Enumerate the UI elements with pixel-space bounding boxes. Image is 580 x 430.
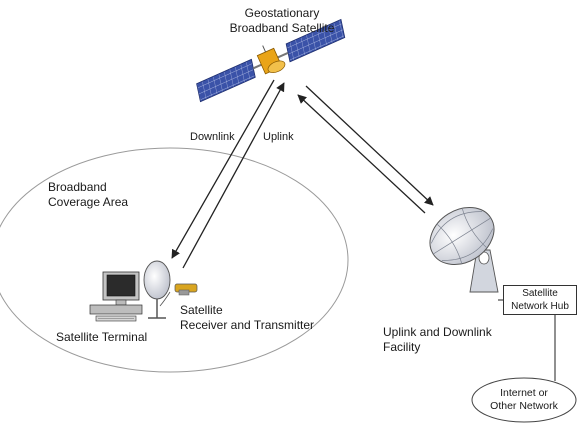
network-hub-box: Satellite Network Hub	[503, 285, 577, 315]
downlink-arrow	[171, 79, 275, 259]
coverage-area-label: Broadband Coverage Area	[48, 180, 128, 210]
terminal-label: Satellite Terminal	[56, 330, 148, 344]
uplink-arrow	[182, 82, 285, 269]
coverage-area-ellipse	[0, 147, 349, 373]
satellite-title-line1: Geostationary	[244, 6, 320, 20]
uplink-label: Uplink	[263, 131, 294, 143]
facility-label-line2: Facility	[383, 340, 421, 354]
receiver-label-line2: Receiver and Transmitter	[180, 318, 315, 332]
satellite-icon	[196, 18, 346, 103]
facility-label-line1: Uplink and Downlink	[383, 325, 492, 339]
coverage-area-line2: Coverage Area	[48, 195, 129, 209]
facility-uplink-arrow	[297, 94, 426, 214]
satellite-title-line2: Broadband Satellite	[229, 21, 335, 35]
network-hub-line1: Satellite	[522, 288, 558, 299]
facility-downlink-arrow	[305, 85, 434, 206]
network-label: Internet or Other Network	[474, 378, 574, 422]
receiver-label-line1: Satellite	[180, 303, 223, 317]
satellite-title: Geostationary Broadband Satellite	[226, 6, 338, 36]
receiver-label: Satellite Receiver and Transmitter	[180, 303, 314, 333]
downlink-label: Downlink	[190, 131, 235, 143]
network-label-line2: Other Network	[490, 400, 558, 412]
network-label-line1: Internet or	[500, 387, 548, 399]
network-hub-line2: Network Hub	[511, 301, 569, 312]
computer-icon	[89, 271, 143, 322]
coverage-area-line1: Broadband	[48, 180, 107, 194]
network-ellipse	[471, 377, 577, 423]
facility-dish-icon	[429, 207, 499, 293]
terminal-dish-icon	[143, 260, 171, 319]
facility-label: Uplink and Downlink Facility	[383, 325, 492, 355]
transceiver-icon	[159, 283, 198, 307]
